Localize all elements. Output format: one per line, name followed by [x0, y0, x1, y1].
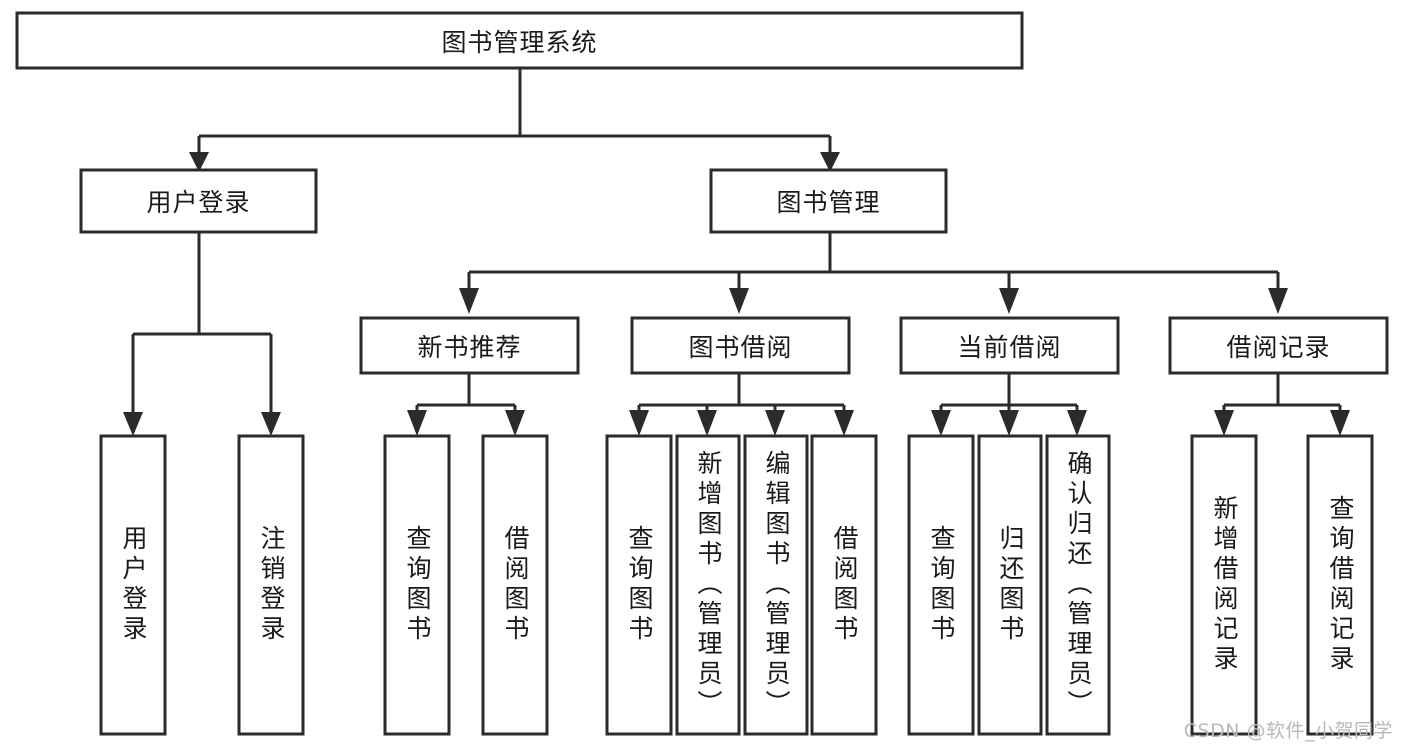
node-book-borrow-box[interactable]: [630, 316, 851, 375]
node-leaf-borrow-book-2-box[interactable]: [810, 434, 878, 736]
connector-current-borrow-to-leaves: [931, 373, 1087, 436]
node-leaf-return-book-box[interactable]: [977, 434, 1043, 736]
arrow-head-icon: [629, 410, 649, 436]
arrow-head-icon: [1330, 410, 1350, 436]
csdn-watermark: CSDN @软件_小贺同学: [1183, 720, 1393, 742]
arrow-head-icon: [459, 288, 479, 314]
node-leaf-query-book-1-box[interactable]: [383, 434, 451, 736]
node-current-borrow-box[interactable]: [899, 316, 1120, 375]
connector-borrow-record-to-leaves: [1214, 373, 1350, 436]
node-new-book-rec-box[interactable]: [359, 316, 580, 375]
node-leaf-user-login-box[interactable]: [99, 434, 167, 736]
node-leaf-logout-box[interactable]: [237, 434, 305, 736]
arrow-head-icon: [1067, 410, 1087, 436]
node-leaf-query-record-box[interactable]: [1306, 434, 1374, 736]
arrow-head-icon: [1268, 288, 1288, 314]
node-user-login-box[interactable]: [79, 168, 318, 234]
node-leaf-confirm-return-box[interactable]: [1045, 434, 1111, 736]
arrow-head-icon: [407, 410, 427, 436]
arrow-head-icon: [820, 152, 840, 172]
connector-user-login-to-leaves: [123, 232, 281, 436]
arrow-head-icon: [697, 410, 717, 436]
connector-new-book-rec-to-leaves: [407, 373, 525, 436]
arrow-head-icon: [729, 288, 749, 314]
node-leaf-borrow-book-1-box[interactable]: [481, 434, 549, 736]
arrow-head-icon: [765, 410, 785, 436]
node-root-box[interactable]: [15, 11, 1024, 70]
node-leaf-add-record-box[interactable]: [1190, 434, 1258, 736]
connector-root-to-level1: [189, 68, 840, 172]
arrow-head-icon: [931, 410, 951, 436]
node-borrow-record-box[interactable]: [1168, 316, 1389, 375]
arrow-head-icon: [261, 412, 281, 436]
arrow-head-icon: [834, 410, 854, 436]
node-leaf-query-book-3-box[interactable]: [907, 434, 975, 736]
node-book-manage-box[interactable]: [709, 168, 948, 234]
connector-book-manage-to-level2: [459, 232, 1288, 314]
arrow-head-icon: [1214, 410, 1234, 436]
connector-book-borrow-to-leaves: [629, 373, 854, 436]
node-leaf-query-book-2-box[interactable]: [605, 434, 673, 736]
node-leaf-add-book-box[interactable]: [675, 434, 741, 736]
arrow-head-icon: [189, 152, 209, 172]
node-leaf-edit-book-box[interactable]: [743, 434, 809, 736]
arrow-head-icon: [123, 412, 143, 436]
arrow-head-icon: [999, 410, 1019, 436]
arrow-head-icon: [999, 288, 1019, 314]
arrow-head-icon: [505, 410, 525, 436]
